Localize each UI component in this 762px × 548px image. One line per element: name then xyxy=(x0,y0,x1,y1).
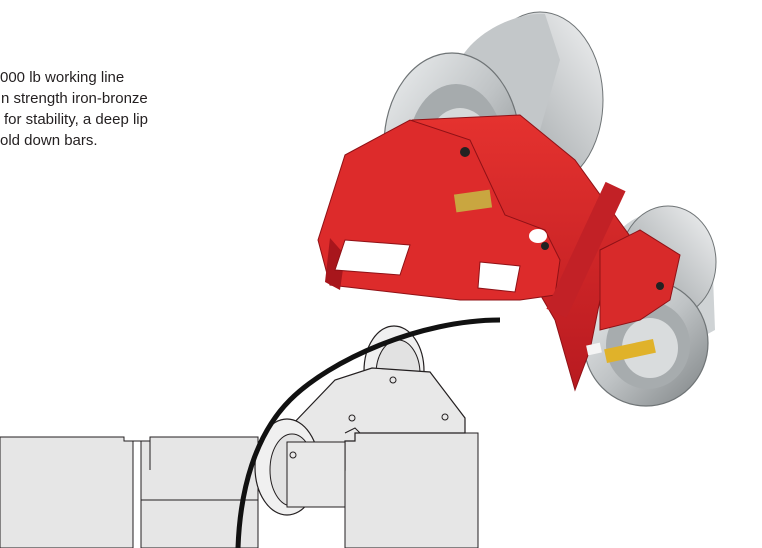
description-line-1: 000 lb working line xyxy=(0,69,125,86)
diagram-cable xyxy=(235,317,501,548)
right-slab xyxy=(344,432,479,548)
product-description: 000 lb working line n strength iron-bron… xyxy=(0,67,300,151)
warning-label xyxy=(453,189,493,213)
red-frame xyxy=(317,114,681,392)
diagram-lower-wheel xyxy=(254,418,346,516)
left-slab xyxy=(0,436,134,548)
caution-label xyxy=(604,338,656,364)
description-line-2: n strength iron-bronze xyxy=(1,90,148,107)
description-line-3: for stability, a deep lip xyxy=(4,111,148,128)
description-line-4: old down bars. xyxy=(0,132,98,149)
